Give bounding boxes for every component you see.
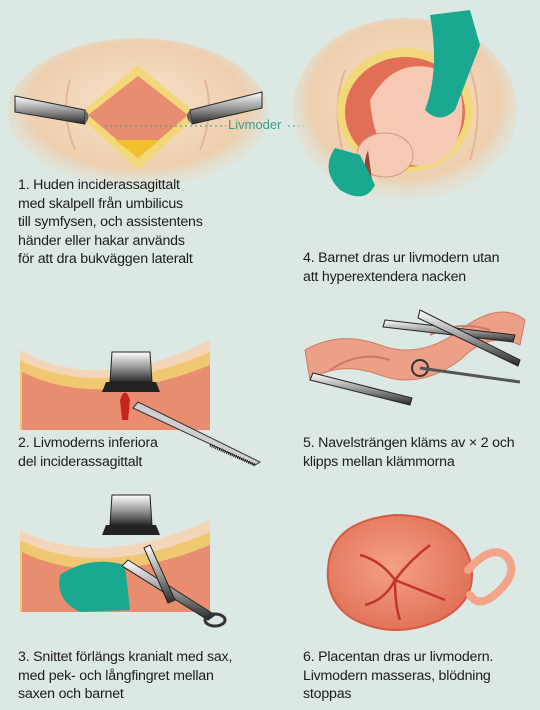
step-6-line-2: Livmodern masseras, blödning <box>303 667 493 686</box>
step-3-line-3: saxen och barnet <box>18 685 232 704</box>
step-4-line-2: att hyperextendera nacken <box>303 268 499 287</box>
step-1-line-5: för att dra bukväggen lateralt <box>18 250 203 269</box>
step-4-line-1: 4. Barnet dras ur livmodern utan <box>303 249 499 268</box>
step-1-line-2: med skalpell från umbilicus <box>18 195 203 214</box>
panel-1-illustration <box>8 38 268 188</box>
step-3-line-1: 3. Snittet förlängs kranialt med sax, <box>18 648 232 667</box>
step-3-caption: 3. Snittet förlängs kranialt med sax, me… <box>18 648 232 704</box>
step-2-line-2: del inciderassagittalt <box>18 453 158 472</box>
step-5-caption: 5. Navelsträngen kläms av × 2 och klipps… <box>303 434 514 471</box>
step-5-line-2: klipps mellan klämmorna <box>303 453 514 472</box>
step-6-caption: 6. Placentan dras ur livmodern. Livmoder… <box>303 648 493 704</box>
step-1-line-1: 1. Huden inciderassagittalt <box>18 176 203 195</box>
panel-4-illustration <box>293 10 517 202</box>
step-2-caption: 2. Livmoderns inferiora del inciderassag… <box>18 434 158 471</box>
step-1-line-3: till symfysen, och assistentens <box>18 213 203 232</box>
step-4-caption: 4. Barnet dras ur livmodern utan att hyp… <box>303 249 499 286</box>
panel-5-illustration <box>305 310 525 405</box>
panel-6-illustration <box>328 515 512 630</box>
panel-3-illustration <box>20 495 225 626</box>
step-3-line-2: med pek- och långfingret mellan <box>18 667 232 686</box>
livmoder-label: Livmoder <box>228 117 281 132</box>
step-2-line-1: 2. Livmoderns inferiora <box>18 434 158 453</box>
step-6-line-1: 6. Placentan dras ur livmodern. <box>303 648 493 667</box>
step-6-line-3: stoppas <box>303 685 493 704</box>
step-1-line-4: händer eller hakar används <box>18 232 203 251</box>
step-1-caption: 1. Huden inciderassagittalt med skalpell… <box>18 176 203 269</box>
step-5-line-1: 5. Navelsträngen kläms av × 2 och <box>303 434 514 453</box>
